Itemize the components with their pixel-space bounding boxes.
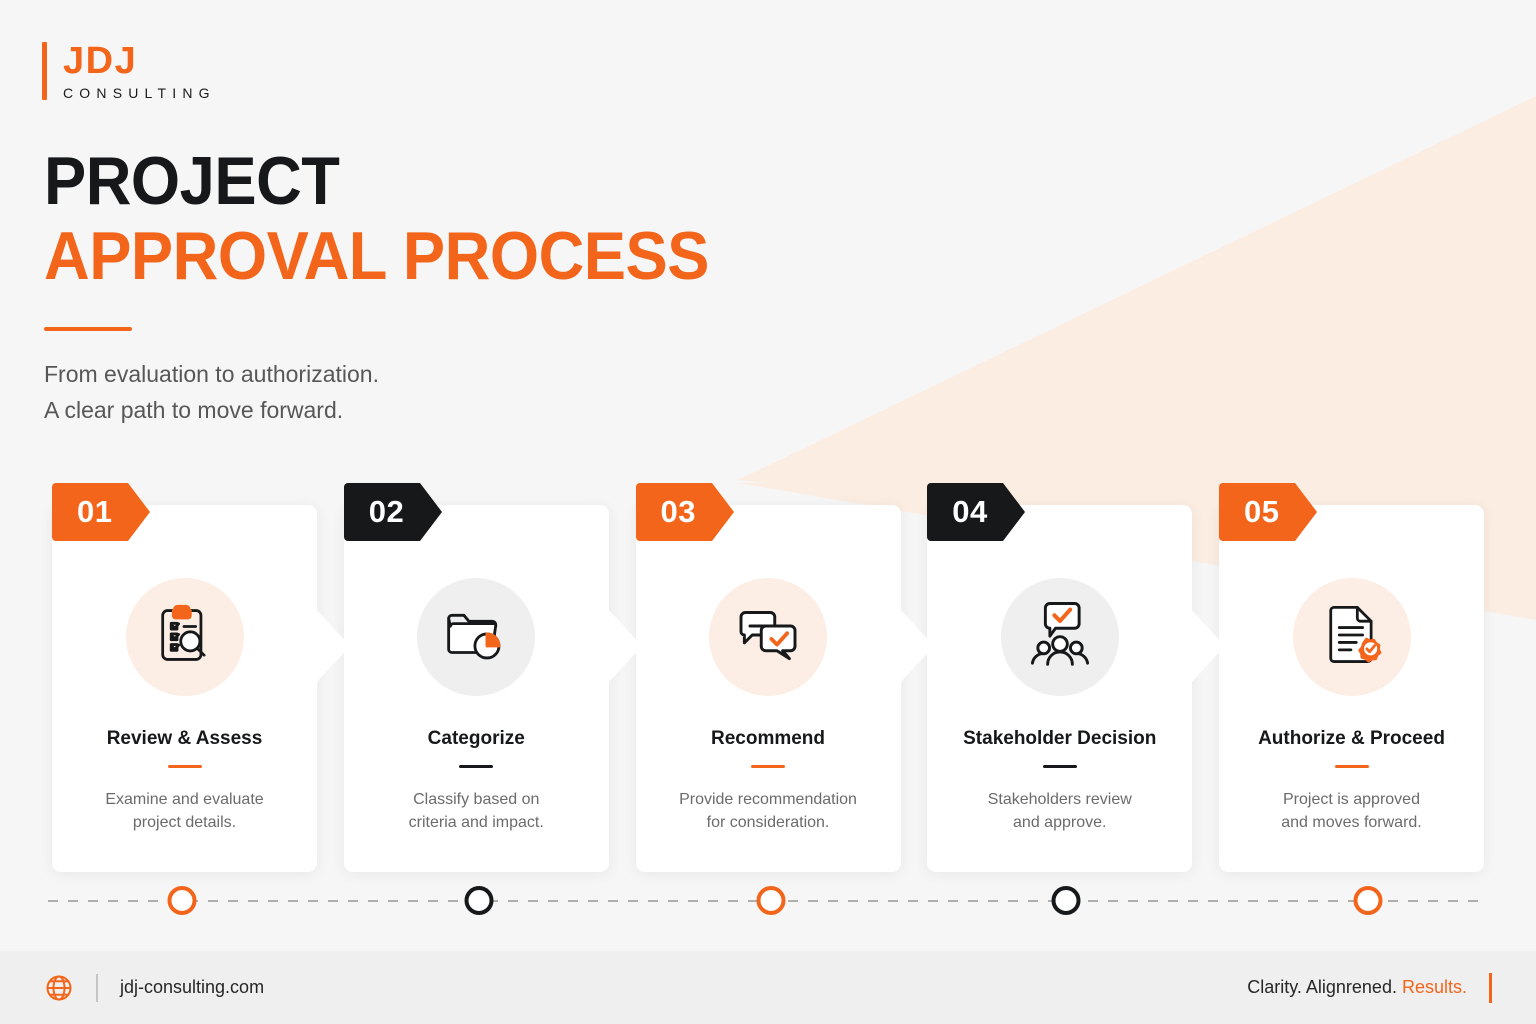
step-rule (1334, 764, 1369, 768)
step-title: Review & Assess (106, 728, 263, 749)
step-number-badge: 04 (927, 483, 1026, 541)
step-card-body[interactable]: Authorize & Proceed Project is approved … (1219, 505, 1484, 872)
step-number: 01 (77, 494, 113, 529)
step-description-line2: and approve. (1013, 813, 1107, 831)
page-footer: jdj-consulting.com Clarity. Alignrened. … (0, 951, 1536, 1024)
timeline-dot-01[interactable] (167, 886, 197, 915)
step-description-line2: and moves forward. (1281, 813, 1422, 831)
step-description-line2: criteria and impact. (408, 813, 544, 831)
step-description-line2: project details. (132, 813, 237, 831)
people-approval-icon (1024, 599, 1096, 676)
process-step-card-02[interactable]: Categorize Classify based on criteria an… (343, 483, 642, 872)
footer-right-group: Clarity. Alignrened. Results. (1247, 972, 1492, 1003)
footer-website[interactable]: jdj-consulting.com (120, 977, 265, 997)
footer-divider (96, 973, 98, 1002)
step-icon-circle (417, 578, 536, 696)
step-title: Recommend (710, 728, 826, 749)
step-card-body[interactable]: Recommend Provide recommendation for con… (635, 505, 901, 872)
step-description-line2: for consideration. (706, 813, 830, 831)
step-description: Stakeholders review and approve. (976, 788, 1144, 834)
step-card-body[interactable]: Review & Assess Examine and evaluate pro… (52, 505, 317, 872)
brand-logo: JDJ CONSULTING (42, 42, 216, 100)
step-title: Authorize & Proceed (1258, 728, 1445, 749)
step-number-badge: 02 (343, 483, 442, 541)
clipboard-magnifier-icon (151, 601, 219, 674)
step-number: 04 (952, 494, 988, 529)
step-connector-chevron-icon (316, 609, 350, 683)
timeline-dot-02[interactable] (464, 886, 494, 915)
process-steps-row: Review & Assess Examine and evaluate pro… (52, 483, 1484, 872)
speech-bubbles-check-icon (732, 599, 804, 676)
step-description-line1: Provide recommendation (679, 790, 857, 808)
step-connector-chevron-icon (1191, 609, 1226, 683)
footer-accent-bar (1489, 972, 1492, 1003)
brand-logo-text: JDJ CONSULTING (63, 42, 216, 100)
step-rule (167, 764, 202, 768)
step-number-badge: 01 (52, 483, 150, 541)
page-heading: PROJECT APPROVAL PROCESS From evaluation… (44, 143, 759, 429)
step-card-body[interactable]: Stakeholder Decision Stakeholders review… (927, 505, 1193, 872)
step-number-badge: 05 (1219, 483, 1317, 541)
step-number: 02 (368, 494, 405, 529)
step-connector-chevron-icon (607, 609, 642, 683)
page-title-line2: APPROVAL PROCESS (44, 217, 709, 294)
page-title-line1: PROJECT (44, 143, 340, 219)
step-description-line1: Examine and evaluate (105, 790, 264, 808)
step-icon-circle (709, 578, 827, 696)
brand-tagline: CONSULTING (63, 85, 216, 101)
process-step-card-04[interactable]: Stakeholder Decision Stakeholders review… (927, 483, 1226, 872)
timeline-dot-03[interactable] (756, 886, 786, 915)
step-connector-chevron-icon (899, 609, 934, 683)
page-subtitle-line2: A clear path to move forward. (44, 396, 344, 423)
footer-tagline: Clarity. Alignrened. Results. (1247, 977, 1467, 998)
folder-pie-chart-icon (441, 600, 511, 675)
step-description: Examine and evaluate project details. (93, 788, 275, 834)
brand-accent-bar (42, 42, 47, 100)
step-number-badge: 03 (635, 483, 734, 541)
step-icon-circle (125, 578, 244, 696)
step-number: 05 (1244, 494, 1280, 529)
timeline-dot-04[interactable] (1051, 886, 1081, 915)
step-icon-circle (1000, 578, 1119, 696)
process-step-card-01[interactable]: Review & Assess Examine and evaluate pro… (52, 483, 350, 872)
footer-tagline-plain: Clarity. Alignrened. (1247, 977, 1402, 997)
page-subtitle-line1: From evaluation to authorization. (44, 361, 379, 388)
step-description: Project is approved and moves forward. (1269, 788, 1434, 834)
heading-rule (44, 327, 132, 332)
globe-icon (44, 973, 74, 1003)
process-step-card-05[interactable]: Authorize & Proceed Project is approved … (1219, 483, 1484, 872)
process-step-card-03[interactable]: Recommend Provide recommendation for con… (635, 483, 934, 872)
step-title: Categorize (427, 728, 525, 749)
footer-left-group: jdj-consulting.com (44, 973, 264, 1003)
step-card-body[interactable]: Categorize Classify based on criteria an… (343, 505, 609, 872)
step-description: Classify based on criteria and impact. (397, 788, 556, 834)
page-subtitle: From evaluation to authorization. A clea… (44, 357, 759, 428)
process-timeline (0, 880, 1536, 924)
step-title: Stakeholder Decision (963, 728, 1157, 749)
step-number: 03 (660, 494, 696, 529)
step-rule (459, 764, 494, 768)
step-rule (1042, 764, 1077, 768)
footer-tagline-accent: Results. (1401, 977, 1467, 997)
step-rule (751, 764, 785, 768)
brand-name: JDJ (63, 40, 138, 82)
step-description-line1: Stakeholders review (987, 790, 1132, 808)
step-icon-circle (1292, 578, 1411, 696)
step-description: Provide recommendation for consideration… (667, 788, 869, 834)
timeline-dot-05[interactable] (1353, 886, 1383, 915)
step-description-line1: Project is approved (1283, 790, 1420, 808)
step-description-line1: Classify based on (413, 790, 540, 808)
document-seal-icon (1318, 601, 1386, 674)
